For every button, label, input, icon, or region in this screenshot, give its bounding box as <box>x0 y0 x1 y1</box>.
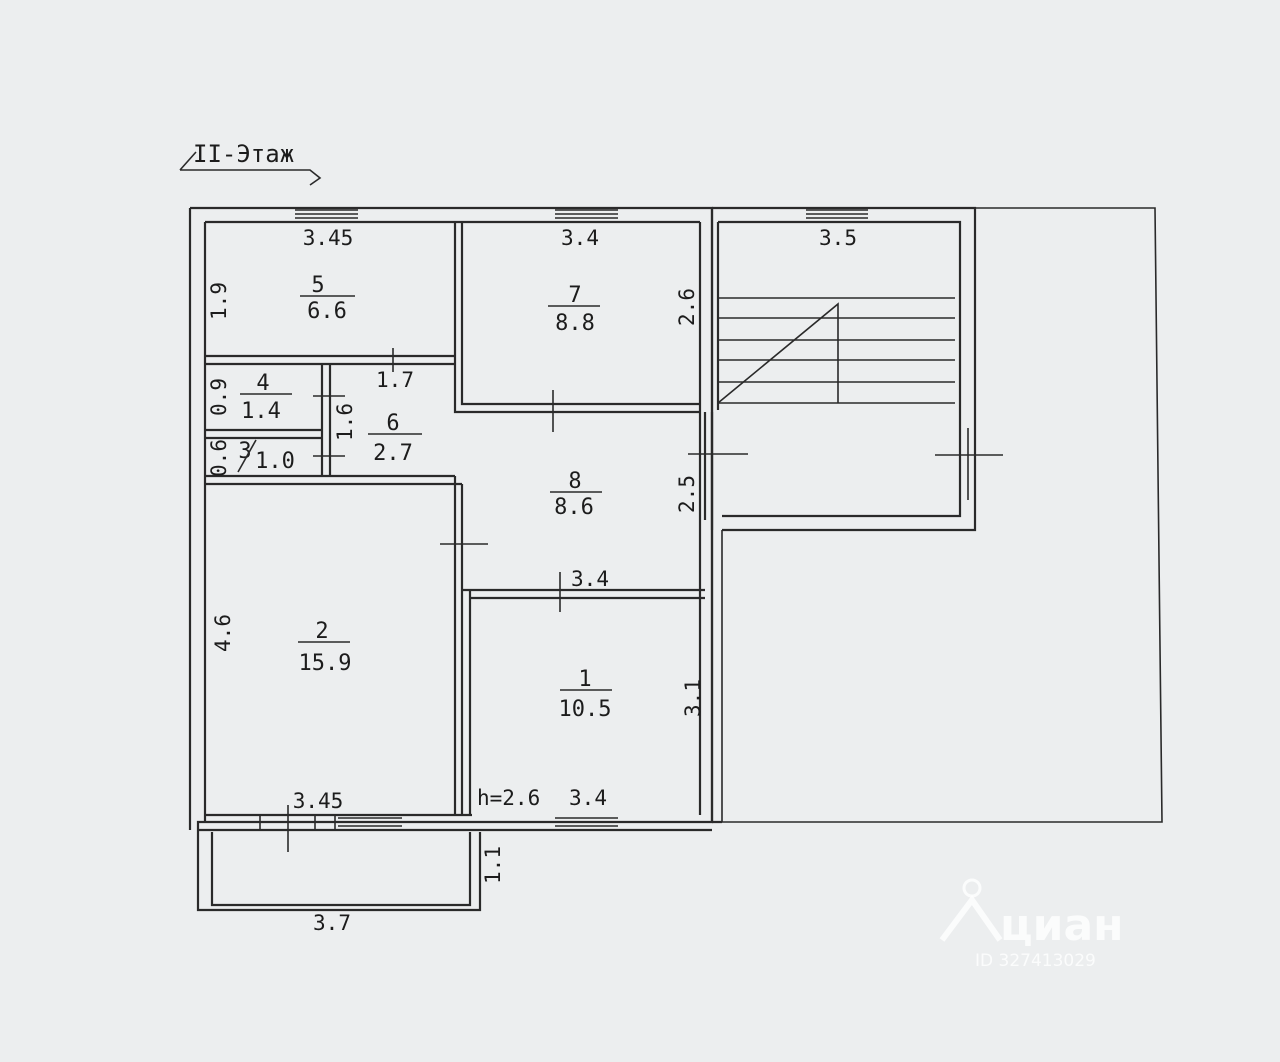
ceiling-height: h=2.6 <box>477 786 540 810</box>
room-2-width: 3.45 <box>293 789 344 813</box>
staircase <box>717 297 955 404</box>
room-5-number: 5 <box>311 273 324 298</box>
room-1-width: 3.4 <box>569 786 607 810</box>
balcony-width: 3.7 <box>313 911 351 935</box>
room-3-area: 1.0 <box>255 449 295 474</box>
floor-title-marker: II-Этаж <box>179 140 322 186</box>
room-5-height: 1.9 <box>207 282 231 320</box>
room-6-area: 2.7 <box>373 441 413 466</box>
room-6-width: 1.7 <box>376 368 414 392</box>
room-1-area: 10.5 <box>559 697 612 722</box>
room-7-height: 2.6 <box>675 288 699 326</box>
room-5-width: 3.45 <box>303 226 354 250</box>
room-8-height: 2.5 <box>675 475 699 513</box>
watermark-id: ID 327413029 <box>975 951 1096 971</box>
room-7-number: 7 <box>568 283 581 308</box>
watermark: циан ID 327413029 <box>939 878 1124 971</box>
room-6-height: 1.6 <box>333 403 357 441</box>
room-7-area: 8.8 <box>555 311 595 336</box>
room-1-height: 3.1 <box>681 679 705 717</box>
room-2-number: 2 <box>315 619 328 644</box>
room-4-number: 4 <box>256 371 269 396</box>
room-7-width: 3.4 <box>561 226 599 250</box>
floor-title: II-Этаж <box>193 140 294 168</box>
door-markers <box>287 348 1003 852</box>
map-pin-icon <box>939 878 1003 942</box>
room-4-height: 0.9 <box>207 378 231 416</box>
room-3-height: 0.6 <box>207 439 231 477</box>
room-labels: 5 6.6 3.45 1.9 7 8.8 3.4 2.6 4 1.4 0.9 6… <box>207 226 857 935</box>
windows <box>259 209 868 830</box>
room-8-area: 8.6 <box>554 495 594 520</box>
balcony-depth: 1.1 <box>481 846 505 884</box>
room-2-height: 4.6 <box>211 614 235 652</box>
room-3-number: 3 <box>238 439 251 464</box>
room-2-area: 15.9 <box>299 651 352 676</box>
room-5-area: 6.6 <box>307 299 347 324</box>
room-1-number: 1 <box>578 667 591 692</box>
room-6-number: 6 <box>386 411 399 436</box>
stair-width: 3.5 <box>819 226 857 250</box>
room-8-number: 8 <box>568 469 581 494</box>
room-4-area: 1.4 <box>241 399 281 424</box>
watermark-brand: циан <box>1000 900 1124 951</box>
room-8-width: 3.4 <box>571 567 609 591</box>
walls <box>188 206 1163 912</box>
